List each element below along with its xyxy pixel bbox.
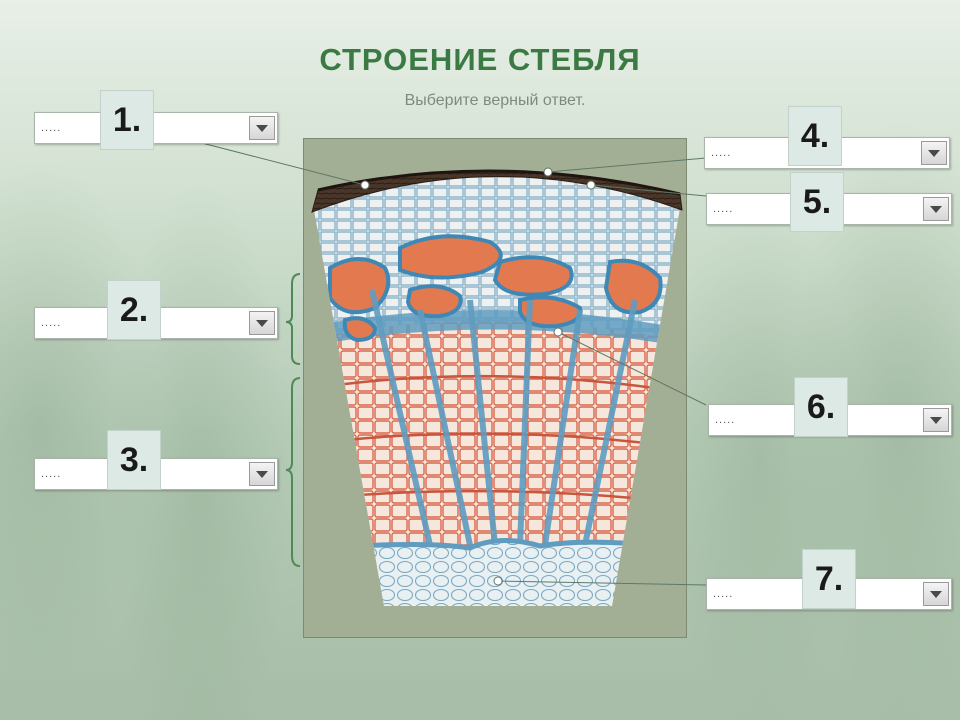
annual-ring-line [314, 374, 680, 397]
dropdown-arrow-button[interactable] [923, 582, 949, 606]
dropdown-arrow-button[interactable] [921, 141, 947, 165]
medullary-rays [369, 289, 638, 546]
dropdown-arrow-button[interactable] [249, 462, 275, 486]
dropdown-value: ..... [41, 317, 62, 329]
dropdown-value: ..... [711, 147, 732, 159]
chevron-down-icon [930, 417, 942, 424]
chevron-down-icon [930, 206, 942, 213]
bracket-3 [285, 377, 301, 567]
chevron-down-icon [928, 150, 940, 157]
dropdown-arrow-button[interactable] [923, 408, 949, 432]
chevron-down-icon [256, 471, 268, 478]
label-number-6: 6. [794, 377, 848, 437]
dropdown-value: ..... [713, 588, 734, 600]
chevron-down-icon [256, 125, 268, 132]
page-subtitle: Выберите верный ответ. [404, 92, 586, 109]
chevron-down-icon [256, 320, 268, 327]
dropdown-arrow-button[interactable] [923, 197, 949, 221]
label-number-2: 2. [107, 280, 161, 340]
bracket-2 [285, 273, 301, 365]
phloem-patches [328, 234, 663, 343]
dropdown-value: ..... [715, 414, 736, 426]
label-number-1: 1. [100, 90, 154, 150]
answer-dropdown-1[interactable]: ..... [34, 112, 278, 144]
chevron-down-icon [930, 591, 942, 598]
dropdown-value: ..... [41, 468, 62, 480]
dropdown-value: ..... [713, 203, 734, 215]
marker-dots [360, 167, 596, 586]
page-title: СТРОЕНИЕ СТЕБЛЯ [319, 42, 641, 77]
xylem-region [314, 321, 680, 560]
label-number-3: 3. [107, 430, 161, 490]
dropdown-arrow-button[interactable] [249, 116, 275, 140]
label-number-5: 5. [790, 172, 844, 232]
cambium-band [314, 309, 680, 350]
dropdown-arrow-button[interactable] [249, 311, 275, 335]
label-number-7: 7. [802, 549, 856, 609]
dropdown-value: ..... [41, 122, 62, 134]
pith-boundary [314, 537, 680, 555]
leader-lines [197, 141, 707, 586]
label-number-4: 4. [788, 106, 842, 166]
